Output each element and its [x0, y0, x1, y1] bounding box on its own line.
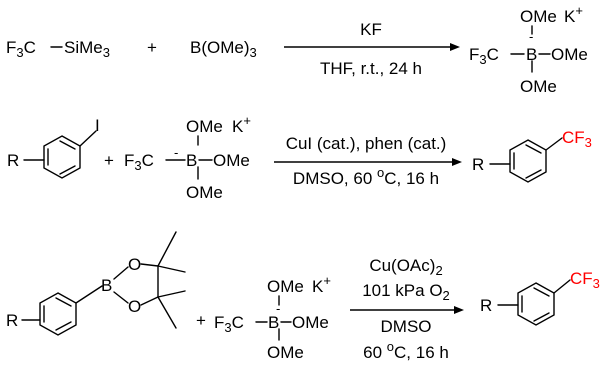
r2-iodo: I — [95, 116, 100, 135]
r2-salt-cf3: F3C — [124, 151, 154, 173]
r2-prod-db-1 — [525, 144, 542, 154]
r2-salt-boron: B — [186, 151, 197, 170]
r3-prod-r: R — [480, 296, 492, 315]
r3-me-4 — [157, 296, 177, 329]
r1-b-ome3: B(OMe)3 — [190, 38, 257, 60]
r3-ring-db-1 — [55, 297, 72, 307]
r2-condition-above: CuI (cat.), phen (cat.) — [286, 134, 447, 153]
r3-condition-above-2: 101 kPa O2 — [362, 281, 450, 303]
r3-me-2 — [157, 265, 186, 273]
r3-prod-db-2 — [533, 312, 550, 322]
r1-arrow-head — [450, 43, 460, 51]
r2-c-i-bond — [79, 130, 97, 147]
r3-r-label: R — [6, 311, 18, 330]
r3-o-c1-bond — [140, 263, 159, 267]
r1-prod-cf3: F3C — [469, 45, 499, 67]
r1-prod-minus: - — [529, 29, 533, 44]
r3-salt-boron: B — [268, 313, 279, 332]
r1-plus: + — [147, 38, 157, 57]
r2-ring-db-1 — [59, 140, 76, 150]
r1-prod-ome-top: OMe — [520, 7, 557, 26]
r3-condition-above-1: Cu(OAc)2 — [369, 256, 442, 278]
r2-prod-c-cf3-bond — [545, 137, 563, 151]
r2-r-label: R — [7, 151, 19, 170]
r1-prod-k: K+ — [564, 3, 583, 26]
r3-boron: B — [101, 276, 112, 295]
r3-salt-minus: - — [276, 301, 280, 316]
r3-prod-c-cf3-bond — [553, 279, 571, 294]
r2-arrow-head — [452, 158, 462, 166]
r1-condition-below: THF, r.t., 24 h — [320, 59, 422, 78]
r1-prod-ome-right: OMe — [551, 45, 588, 64]
r3-salt-ome-right: OMe — [292, 313, 329, 332]
r2-prod-db-2 — [525, 169, 542, 179]
r3-condition-below-1: DMSO — [381, 317, 432, 336]
r1-reagent-cf3-tms: F3C — [6, 38, 36, 60]
r3-c-b-bond — [75, 285, 103, 304]
r2-salt-minus: - — [174, 145, 178, 160]
r2-prod-r: R — [472, 155, 484, 174]
r1-prod-ome-bot: OMe — [520, 77, 557, 96]
r1-sime3: SiMe3 — [64, 38, 110, 60]
r3-salt-ome-top: OMe — [267, 277, 304, 296]
r3-b-o-bot-bond — [113, 291, 129, 304]
r3-o-top: O — [128, 255, 141, 274]
r2-salt-ome-top: OMe — [186, 117, 223, 136]
r3-salt-cf3: F3C — [214, 313, 244, 335]
reaction-2: I R + OMe K+ - F3C B OMe OMe CuI (cat.),… — [7, 113, 592, 202]
r3-ring-db-2 — [55, 321, 72, 331]
r3-o-c2-bond — [140, 296, 159, 306]
r2-salt-ome-bot: OMe — [186, 183, 223, 202]
r3-prod-cf3: CF3 — [570, 269, 600, 291]
r2-condition-below: DMSO, 60 oC, 16 h — [293, 165, 439, 188]
r2-salt-k: K+ — [232, 113, 251, 136]
r3-b-o-top-bond — [113, 266, 129, 280]
r1-prod-boron: B — [526, 45, 537, 64]
reaction-3: R B O O + OMe K+ - F3C B OMe OMe Cu(OAc)… — [6, 231, 600, 362]
r3-plus: + — [196, 311, 206, 330]
r3-me-1 — [157, 231, 177, 267]
reaction-1: F3C SiMe3 + B(OMe)3 KF THF, r.t., 24 h O… — [6, 3, 588, 96]
r2-prod-cf3: CF3 — [562, 128, 592, 150]
r3-arrow-head — [454, 306, 464, 314]
r3-o-bot: O — [128, 297, 141, 316]
r1-condition-above: KF — [360, 20, 382, 39]
r2-salt-ome-right: OMe — [213, 151, 250, 170]
r3-prod-db-1 — [533, 287, 550, 297]
r3-me-3 — [157, 290, 186, 298]
r2-plus: + — [104, 151, 114, 170]
r3-salt-ome-bot: OMe — [267, 343, 304, 362]
r3-condition-below-2: 60 oC, 16 h — [363, 339, 449, 362]
r2-ring-db-2 — [59, 165, 76, 175]
r3-salt-k: K+ — [312, 273, 331, 296]
